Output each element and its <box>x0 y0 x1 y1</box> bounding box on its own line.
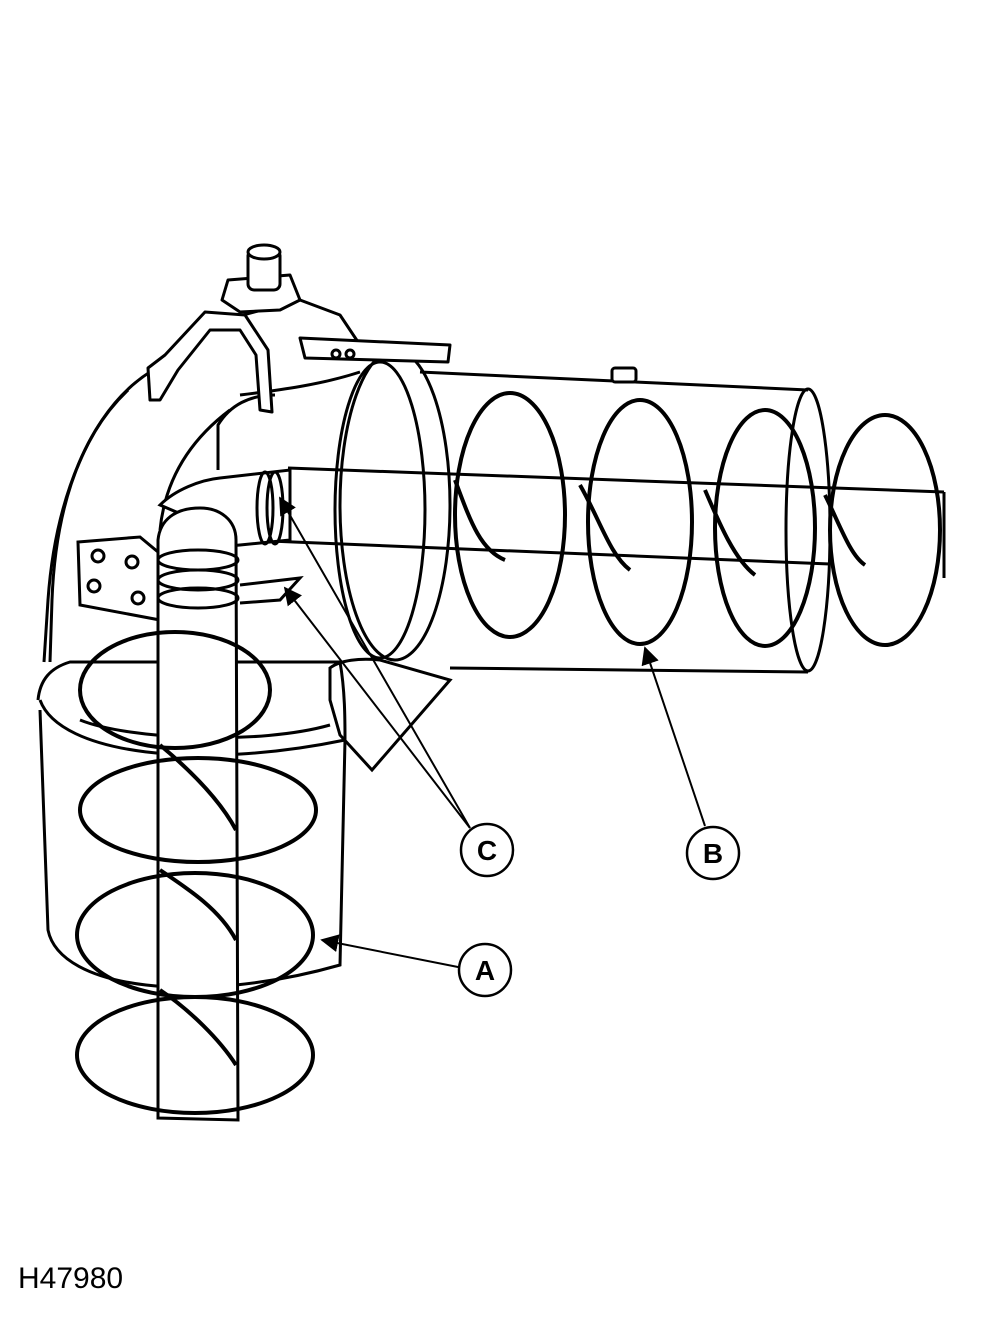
vertical-auger-shaft <box>156 506 240 1122</box>
callout-leaders <box>279 496 706 969</box>
mounting-plate <box>76 535 162 622</box>
callout-c: C <box>459 822 515 878</box>
leader-a <box>320 934 464 969</box>
figure-id: H47980 <box>18 1262 124 1295</box>
discharge-tube-body <box>328 366 832 773</box>
leader-c-2 <box>283 586 471 829</box>
top-bearing-bracket <box>146 243 452 414</box>
callout-c-label: C <box>477 835 497 866</box>
leader-c-1 <box>279 496 471 829</box>
horizontal-auger <box>244 391 946 648</box>
lower-housing <box>36 660 347 989</box>
leader-b <box>641 646 706 827</box>
callout-b: B <box>685 825 741 881</box>
vertical-auger <box>75 576 318 1115</box>
callout-a-label: A <box>475 955 495 986</box>
callout-a: A <box>457 942 513 998</box>
callout-b-label: B <box>703 838 723 869</box>
